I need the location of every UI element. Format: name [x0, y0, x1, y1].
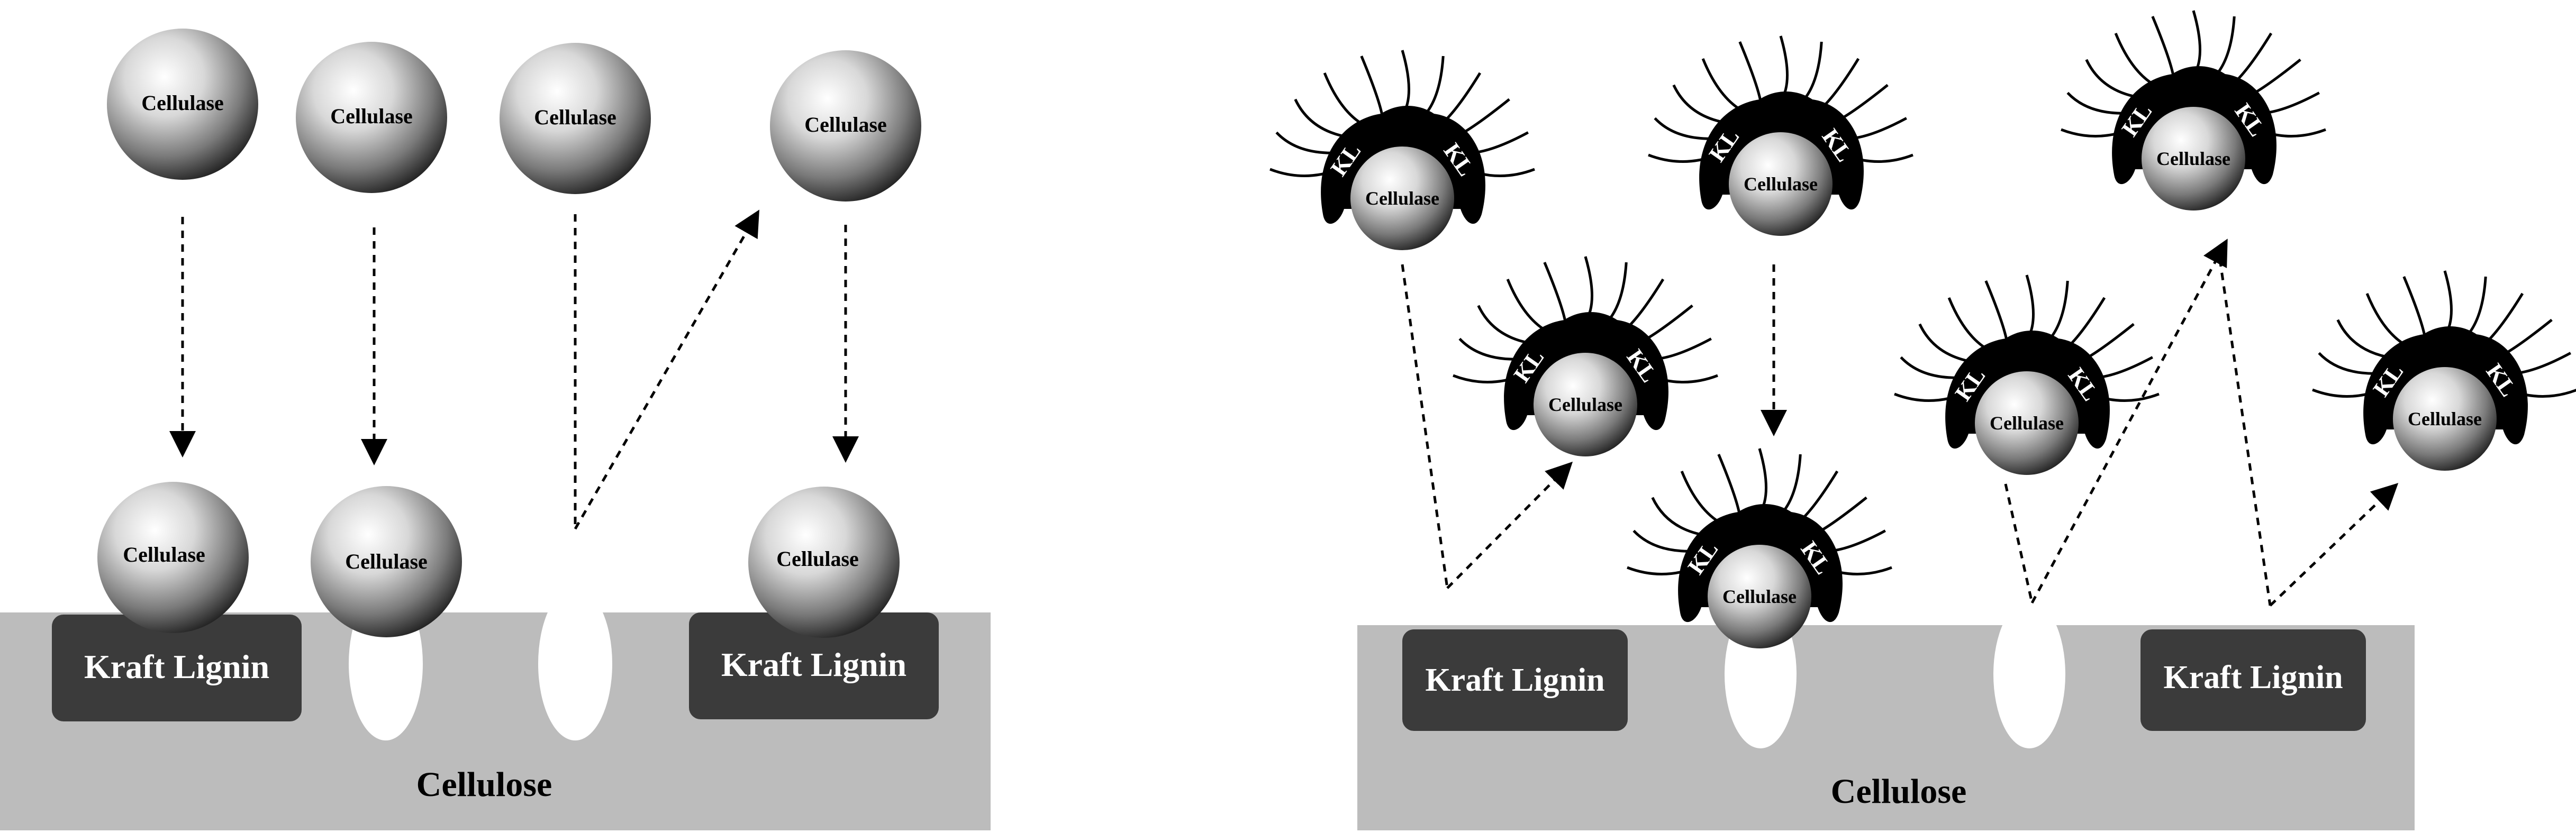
kraft-lignin-block: Kraft Lignin — [1402, 629, 1628, 731]
cellulase-label: Cellulase — [1722, 586, 1797, 607]
kraft-lignin-block: Kraft Lignin — [52, 615, 302, 721]
cellulase-enzyme — [2393, 367, 2497, 471]
svg-text:Cellulase: Cellulase — [804, 113, 887, 136]
svg-text:Cellulase: Cellulase — [141, 91, 224, 115]
svg-text:Kraft Lignin: Kraft Lignin — [1425, 662, 1604, 698]
kraft-lignin-block: Kraft Lignin — [689, 612, 939, 719]
cellulase-enzyme: Cellulase — [748, 487, 900, 638]
svg-text:Cellulase: Cellulase — [123, 543, 205, 566]
cellulose-label: Cellulose — [416, 765, 552, 804]
cellulase-label: Cellulase — [2408, 408, 2482, 429]
dashed-arrows — [1401, 239, 2399, 607]
cellulase-enzyme — [1729, 132, 1833, 236]
svg-text:Cellulase: Cellulase — [534, 105, 616, 129]
svg-text:Cellulase: Cellulase — [330, 104, 413, 128]
cellulase-label: Cellulase — [1744, 173, 1818, 195]
right-panel: Kraft Lignin Kraft Lignin Cellulose Cell… — [1269, 10, 2576, 830]
cellulase-enzyme: Cellulase — [311, 486, 462, 637]
left-panel: Kraft Lignin Kraft Lignin Cellulose Cell… — [0, 29, 991, 830]
cellulase-enzyme: Cellulase — [97, 482, 249, 633]
cellulase-label: Cellulase — [1365, 188, 1439, 209]
kraft-lignin-block: Kraft Lignin — [2140, 629, 2366, 731]
cellulase-enzyme: Cellulase — [107, 29, 258, 180]
cellulase-label: Cellulase — [1990, 413, 2064, 434]
svg-text:Kraft Lignin: Kraft Lignin — [2163, 660, 2343, 695]
svg-text:Cellulase: Cellulase — [345, 550, 428, 573]
cellulose-label: Cellulose — [1831, 772, 1967, 811]
dashed-arrows — [169, 209, 859, 530]
cellulase-label: Cellulase — [1548, 394, 1622, 415]
cellulase-enzyme: Cellulase — [296, 42, 447, 193]
cellulose-pit — [1993, 600, 2065, 748]
cellulase-enzyme — [2142, 107, 2245, 210]
cellulase-enzyme: Cellulase — [500, 43, 651, 194]
svg-text:Cellulase: Cellulase — [776, 547, 859, 571]
cellulase-label: Cellulase — [2156, 148, 2230, 169]
cellulase-enzyme — [1975, 371, 2079, 475]
cellulase-enzyme — [1534, 353, 1637, 456]
svg-text:Kraft Lignin: Kraft Lignin — [84, 648, 269, 685]
cellulase-enzyme: Cellulase — [770, 50, 921, 202]
cellulose-pit — [538, 587, 612, 740]
cellulase-enzyme — [1708, 545, 1811, 648]
svg-text:Kraft Lignin: Kraft Lignin — [721, 646, 906, 683]
cellulase-enzyme — [1350, 147, 1454, 250]
